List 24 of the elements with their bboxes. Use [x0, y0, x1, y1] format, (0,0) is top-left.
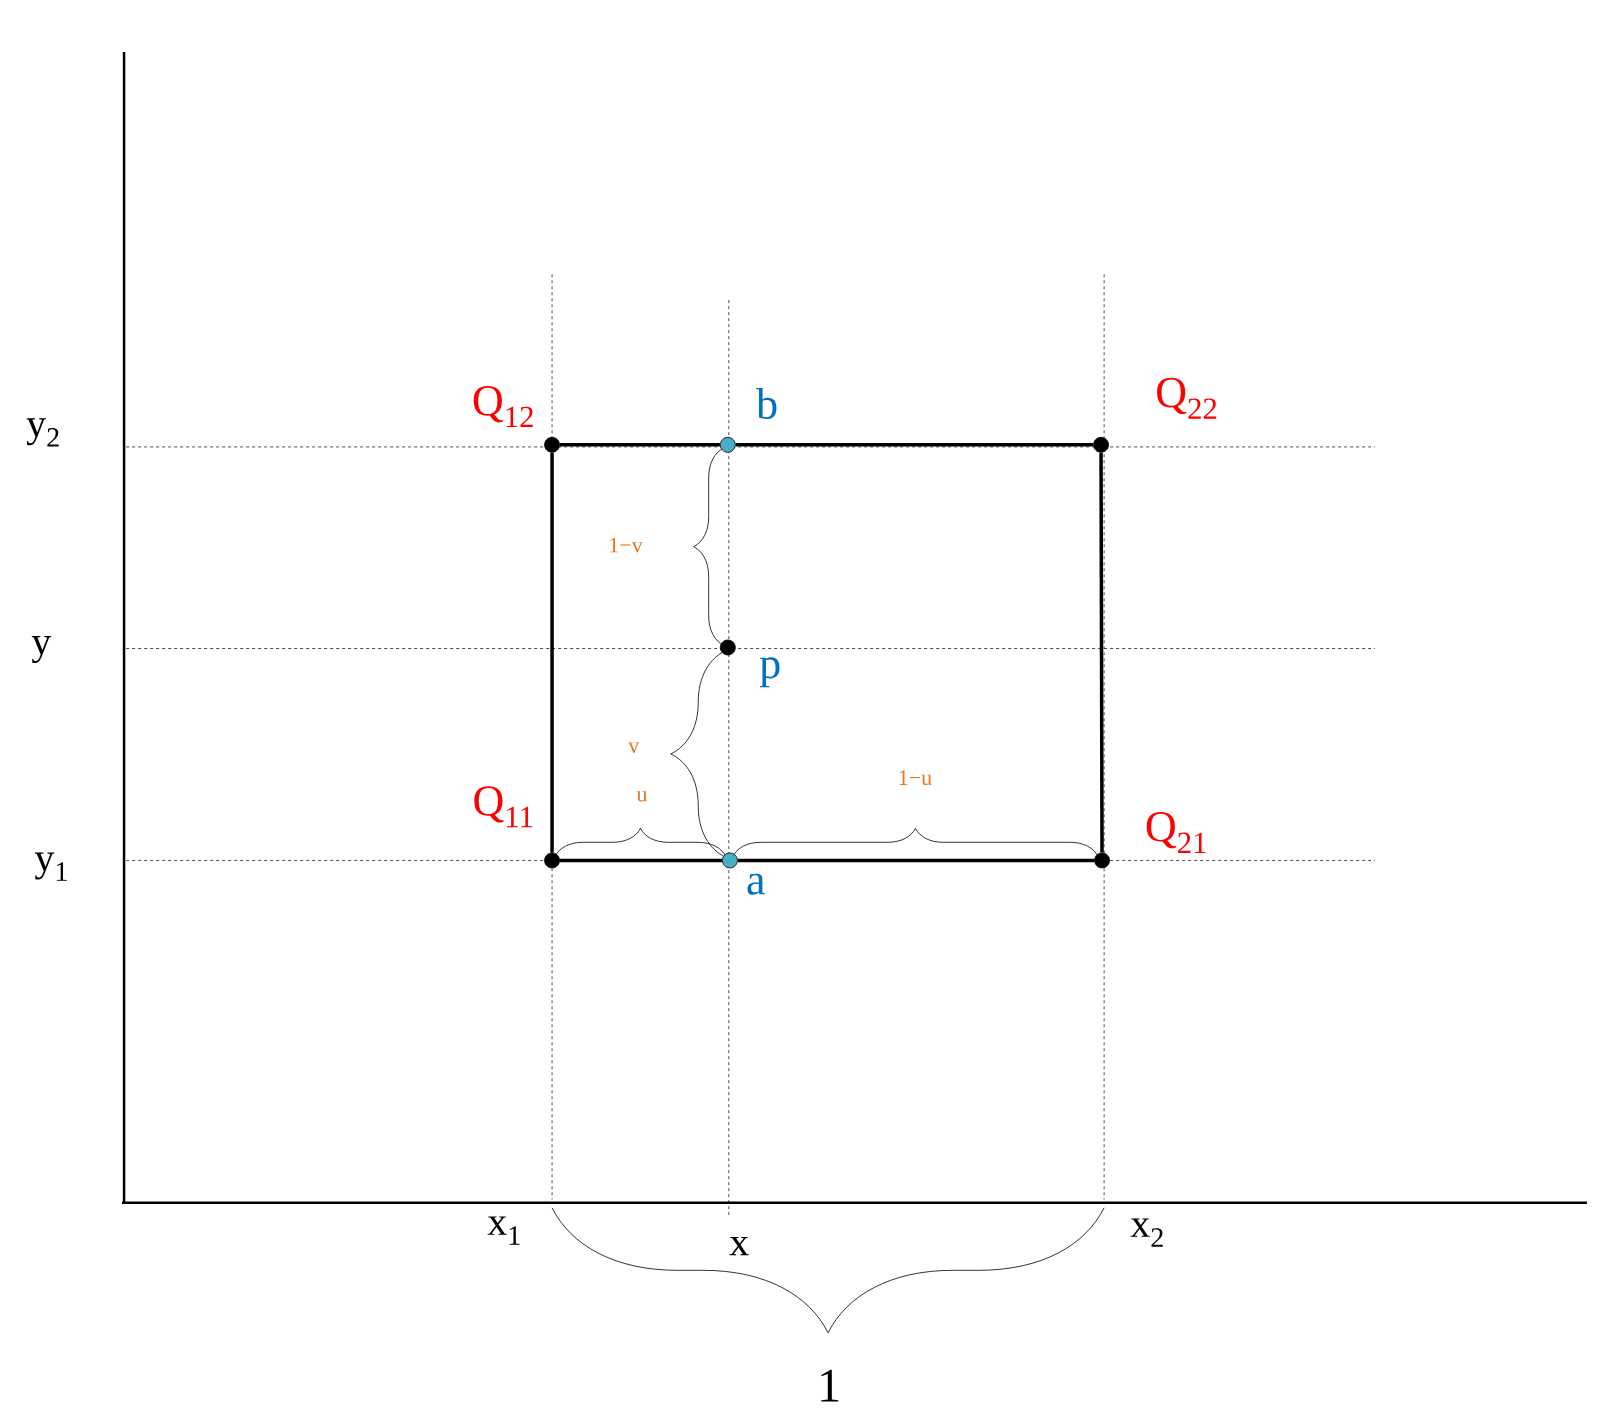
point-label: Q$_{11}$ — [474, 786, 533, 828]
axis-label: x — [729, 1236, 749, 1256]
point-label: b — [756, 388, 777, 419]
axis-label: x$_{1}$ — [487, 1216, 520, 1245]
rectangle-side — [1099, 452, 1104, 853]
brace-label: v — [628, 742, 640, 753]
brace-label: u — [636, 791, 648, 802]
point-label: Q$_{22}$ — [1157, 377, 1217, 419]
rectangle-side — [735, 443, 1094, 447]
brace-label: 1 — [821, 1369, 839, 1402]
axis-label: x$_{2}$ — [1130, 1218, 1163, 1247]
point-label: Q$_{21}$ — [1146, 812, 1206, 853]
brace-label: 1−v — [610, 537, 643, 553]
brace-label: 1−u — [899, 770, 932, 786]
point-label: p — [759, 657, 780, 688]
rectangle-side — [550, 452, 554, 853]
axis-label: y$_{2}$ — [26, 418, 59, 447]
rectangle-side — [559, 858, 722, 863]
rectangle-side — [559, 443, 720, 447]
point-label: Q$_{12}$ — [473, 386, 533, 428]
axis-label: y$_{1}$ — [34, 852, 67, 881]
axis-label: y — [31, 636, 52, 664]
rectangle-side — [737, 858, 1095, 863]
point-label: a — [747, 873, 765, 895]
